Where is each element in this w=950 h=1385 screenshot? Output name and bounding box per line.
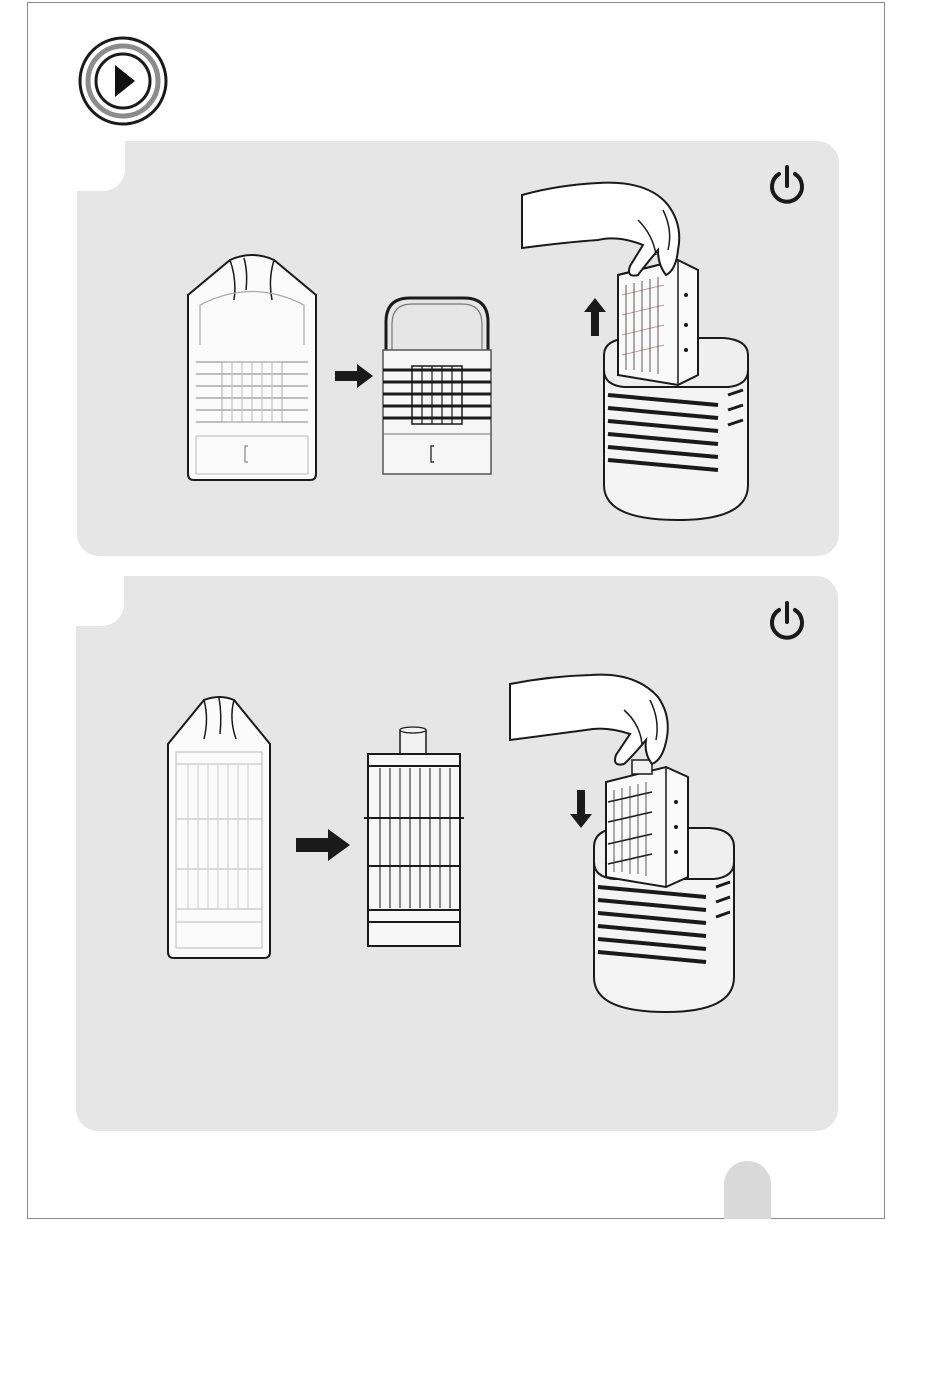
arrow-right-icon (296, 829, 350, 861)
ice-pack-uncovered-icon (364, 726, 464, 950)
arrow-right-icon (335, 364, 373, 388)
filter-uncovered-icon (380, 292, 494, 478)
hand-inserting-filter-icon (506, 672, 742, 1017)
panel-tab (77, 141, 125, 191)
play-circle-icon (77, 35, 169, 127)
page-number (724, 1161, 771, 1179)
filter-with-cover-icon (182, 250, 322, 486)
power-icon (764, 163, 810, 209)
power-icon (764, 599, 810, 645)
hand-lifting-filter-icon (518, 180, 754, 525)
page-number-tab (724, 1161, 771, 1219)
panel-tab (76, 576, 124, 626)
ice-pack-with-cover-icon (164, 694, 274, 964)
